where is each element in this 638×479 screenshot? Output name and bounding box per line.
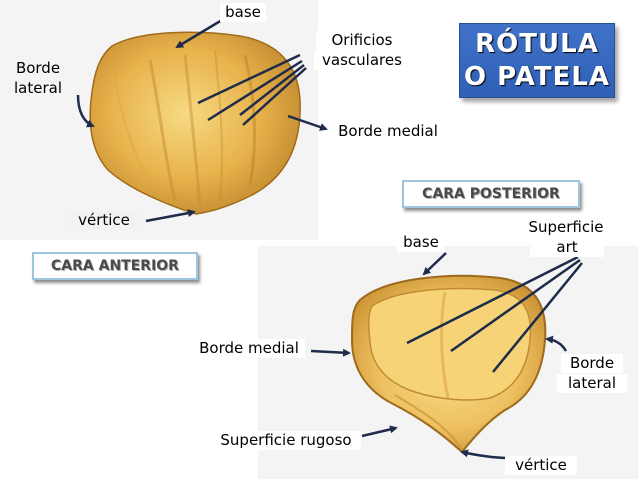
label-orificios-line1: Orificios [316,31,408,50]
label-cara-anterior: CARA ANTERIOR [32,252,198,280]
arrow-base-posterior [422,252,447,276]
label-borde-lateral-posterior-line2: lateral [557,374,627,393]
arrow-borde-medial-anterior [287,114,328,131]
title-line-2: O PATELA [463,62,611,92]
label-base-posterior: base [397,233,445,252]
label-superficie-line1: Superficie [521,218,611,237]
line-superficie-3 [492,262,583,373]
line-superficie-2 [450,258,581,353]
anterior-patella-bone [89,31,301,215]
arrow-borde-lateral-posterior [545,335,568,352]
line-superficie-1 [406,255,579,345]
label-borde-lateral-posterior-line1: Borde [561,354,623,373]
label-vertice-anterior: vértice [65,211,143,230]
title-line-1: RÓTULA [475,29,599,59]
arrow-base-anterior [175,18,223,49]
label-borde-medial-posterior: Borde medial [193,339,305,358]
label-cara-posterior: CARA POSTERIOR [402,180,580,208]
label-orificios-line2: vasculares [314,51,410,70]
title-box: RÓTULA O PATELA [459,23,615,98]
arrow-vertice-anterior [145,209,196,223]
label-superficie-rugosa: Superficie rugoso [211,431,361,450]
line-orificios-3 [239,64,305,116]
label-base-anterior: base [220,3,266,22]
label-vertice-posterior: vértice [505,456,577,475]
label-borde-lateral-anterior-line2: lateral [14,79,62,97]
arrow-vertice-posterior [460,449,509,460]
label-borde-lateral-anterior-line1: Borde [15,59,61,77]
label-borde-medial-anterior: Borde medial [332,122,444,141]
posterior-pointers [310,252,583,460]
line-orificios-1 [197,53,301,105]
label-superficie-line2: art [530,238,604,257]
arrow-borde-lateral-anterior [76,94,95,128]
line-orificios-2 [207,59,303,122]
arrow-superficie-rugosa [361,425,398,438]
line-orificios-4 [242,67,307,126]
arrow-borde-medial-posterior [310,348,351,357]
anterior-pointers [76,18,328,223]
